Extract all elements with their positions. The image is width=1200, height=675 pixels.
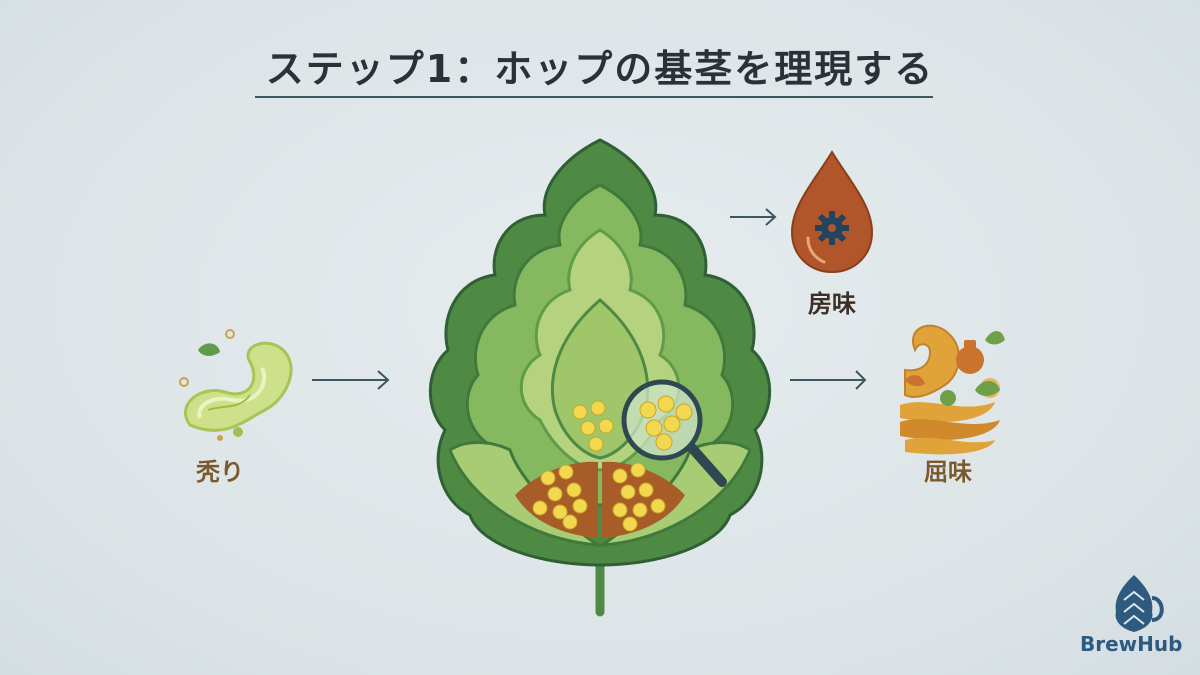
hop-cone-icon xyxy=(428,138,772,617)
aroma-label: 秃り xyxy=(196,458,244,486)
title-divider xyxy=(255,96,933,98)
arrow-aroma-to-hop xyxy=(312,370,390,390)
bitterness-label: 房味 xyxy=(808,290,856,318)
flavor-label: 屈味 xyxy=(924,458,972,486)
arrow-hop-to-flavor xyxy=(790,370,867,390)
swirl-scent-icon xyxy=(179,329,293,441)
page-title: ステップ1：ホップの基茎を理現する xyxy=(265,47,935,91)
brand-name: BrewHub xyxy=(1080,632,1183,656)
arrow-hop-to-bitterness xyxy=(730,208,777,226)
hop-mug-logo-icon xyxy=(1115,575,1164,632)
flavor-wave-icon xyxy=(900,324,1005,455)
oil-drop-gear-icon xyxy=(790,150,874,274)
magnifier-icon xyxy=(621,379,727,487)
